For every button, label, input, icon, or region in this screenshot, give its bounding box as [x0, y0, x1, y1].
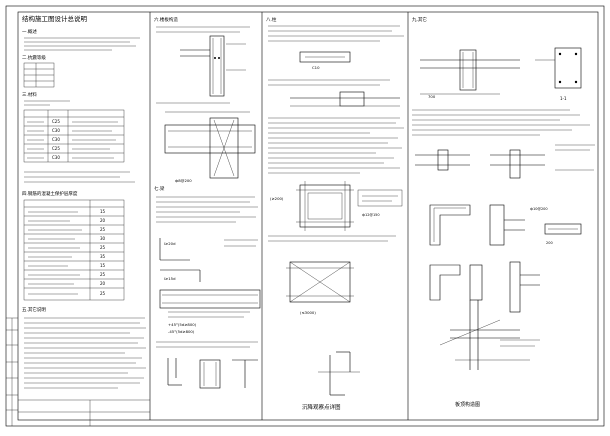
materials-table: C25 C30 C30 C25 C30 [23, 109, 125, 163]
angle-label-2: -45°(5d≥800) [168, 329, 195, 334]
sheet-title: 结构施工图设计总说明 [22, 14, 88, 23]
section-1-heading: 一.概述 [22, 28, 37, 35]
cover-value-7: 15 [100, 263, 106, 268]
cover-value-5: 25 [100, 245, 106, 250]
section-8-heading: 八.柱 [266, 16, 277, 23]
section-4-heading: 四.钢筋的混凝土保护层厚度 [22, 190, 78, 197]
settlement-point-detail: 沉降观察点详图 [302, 351, 360, 411]
inner-border [17, 11, 599, 421]
label-d12: ф12@150 [362, 213, 380, 217]
anchorage-sketch: l≥20d l≥15d [159, 238, 258, 282]
label-3000: (≤3000) [300, 310, 316, 315]
title-block [6, 317, 150, 426]
pad-detail: C10 [299, 51, 351, 70]
section-7-heading: 七.梁 [154, 185, 165, 192]
label-section-1-1: 1-1 [560, 96, 567, 101]
anchor-label-15d: l≥15d [164, 276, 176, 281]
wall-junction-details: ф10@200 200 [429, 204, 582, 246]
cover-value-9: 20 [100, 281, 106, 286]
section-2-heading: 二.抗震等级 [22, 54, 46, 61]
detail-title-board-top: 板顶构造图 [455, 401, 480, 408]
cover-value-10: 25 [100, 291, 106, 296]
section-9-heading: 九.其它 [412, 16, 427, 23]
cover-value-4: 30 [100, 236, 106, 241]
concrete-grade-1: C25 [52, 119, 60, 124]
sheet-border [5, 5, 605, 427]
concrete-grade-3: C30 [52, 137, 60, 142]
label-cond: (≥200) [270, 196, 284, 201]
board-top-detail: 板顶构造图 [439, 300, 540, 408]
detail-title-settlement: 沉降观察点详图 [302, 403, 341, 411]
seismic-table [23, 62, 55, 88]
other-notes-text [24, 317, 146, 389]
cover-value-8: 25 [100, 272, 106, 277]
column-3-details: 八.柱 C10 [266, 16, 404, 411]
general-notes-column: 结构施工图设计总说明 一.概述 二.抗震等级 三.材料 C25 [22, 14, 146, 389]
cover-value-1: 15 [100, 209, 106, 214]
wall-detail-1 [180, 35, 246, 97]
rebar-label-d8: ф8@200 [175, 178, 192, 183]
section-1-1: 1-1 [535, 47, 582, 101]
label-c10: C10 [312, 65, 320, 70]
lintel-detail [290, 91, 400, 107]
beam-elevation-detail: 700 [420, 49, 520, 99]
wall-corner-details [415, 144, 595, 179]
column-4-details: 九.其它 700 1-1 [412, 16, 595, 408]
cover-value-6: 35 [100, 254, 106, 259]
cover-value-3: 25 [100, 227, 106, 232]
slab-opening-plan: (≤3000) [286, 261, 354, 315]
angle-label-1: +45°(5d≥800) [168, 322, 197, 327]
lower-wall-details [429, 261, 540, 313]
label-200: 200 [546, 241, 553, 245]
label-700: 700 [428, 94, 436, 99]
label-d10: ф10@200 [530, 207, 548, 211]
concrete-grade-2: C30 [52, 128, 60, 133]
beam-column-joint: ф8@200 [164, 111, 256, 183]
section-3-heading: 三.材料 [22, 91, 37, 98]
opening-reinforcement: (≥200) ф12@150 [270, 181, 403, 231]
anchor-label-20d: l≥20d [164, 241, 176, 246]
section-6-heading: 六.楼板构造 [154, 16, 178, 23]
beam-rebar-detail [159, 289, 261, 318]
concrete-grade-5: C30 [52, 155, 60, 160]
column-2-details: 六.楼板构造 ф8@200 七.梁 [154, 16, 261, 389]
concrete-grade-4: C25 [52, 146, 60, 151]
cover-value-2: 20 [100, 218, 106, 223]
section-5-heading: 五.其它说明 [22, 306, 46, 313]
cover-table: 15 20 25 30 25 35 15 25 20 25 [23, 199, 125, 301]
hook-details [167, 358, 258, 389]
